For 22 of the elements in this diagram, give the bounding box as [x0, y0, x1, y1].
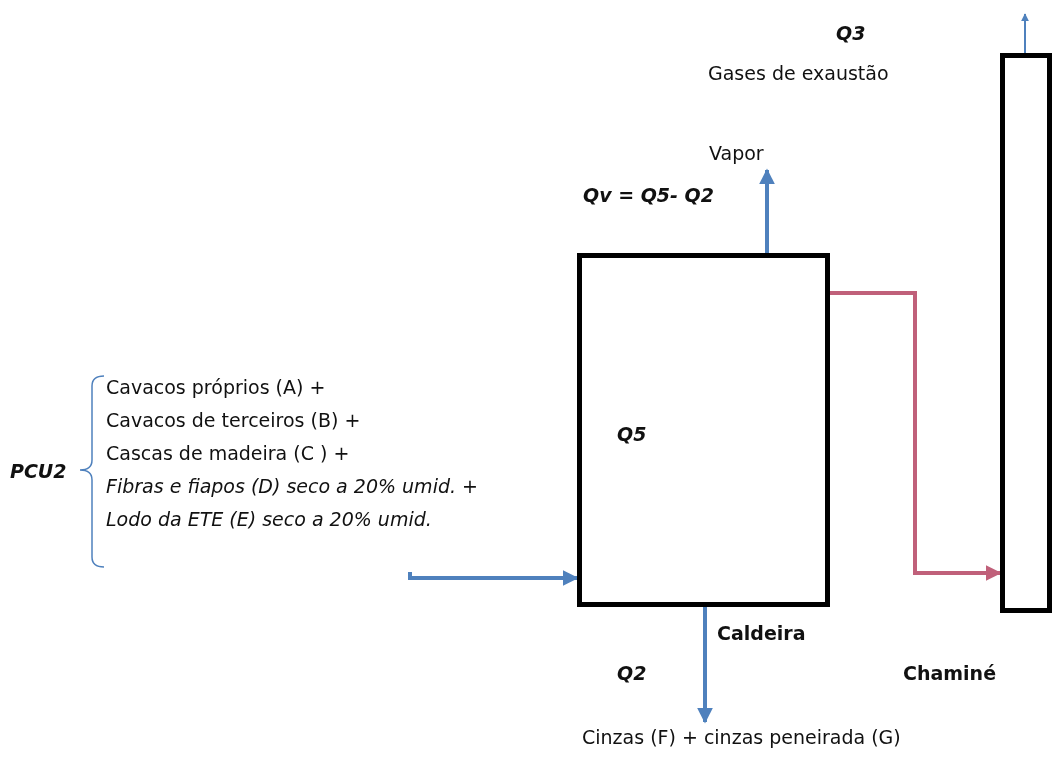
- arrow: [408, 570, 579, 586]
- fuel-item: Cavacos próprios (A) +: [106, 376, 326, 398]
- boiler-box: [577, 253, 830, 607]
- ash-label: Cinzas (F) + cinzas peneirada (G): [582, 726, 901, 748]
- arrow: [759, 168, 775, 253]
- fuel-item: Cavacos de terceiros (B) +: [106, 409, 361, 431]
- exhaust-label: Gases de exaustão: [708, 62, 889, 84]
- fuel-item: Lodo da ETE (E) seco a 20% umid.: [106, 508, 432, 530]
- arrow: [697, 607, 713, 724]
- heat-label: Q2: [617, 662, 647, 684]
- fuel-group-label: PCU2: [10, 460, 67, 482]
- heat-label: Q3: [836, 22, 866, 44]
- chimney-box: [1000, 53, 1052, 613]
- vapor-label: Vapor: [709, 142, 764, 164]
- fuel-item: Cascas de madeira (C ) +: [106, 442, 350, 464]
- arrow: [1021, 13, 1029, 54]
- formula-label: Qv = Q5- Q2: [583, 184, 714, 206]
- heat-label: Q5: [617, 423, 647, 445]
- fuel-item: Fibras e fiapos (D) seco a 20% umid. +: [106, 475, 478, 497]
- arrow: [830, 291, 1002, 581]
- chimney-label: Chaminé: [903, 662, 996, 684]
- boiler-label: Caldeira: [717, 622, 806, 644]
